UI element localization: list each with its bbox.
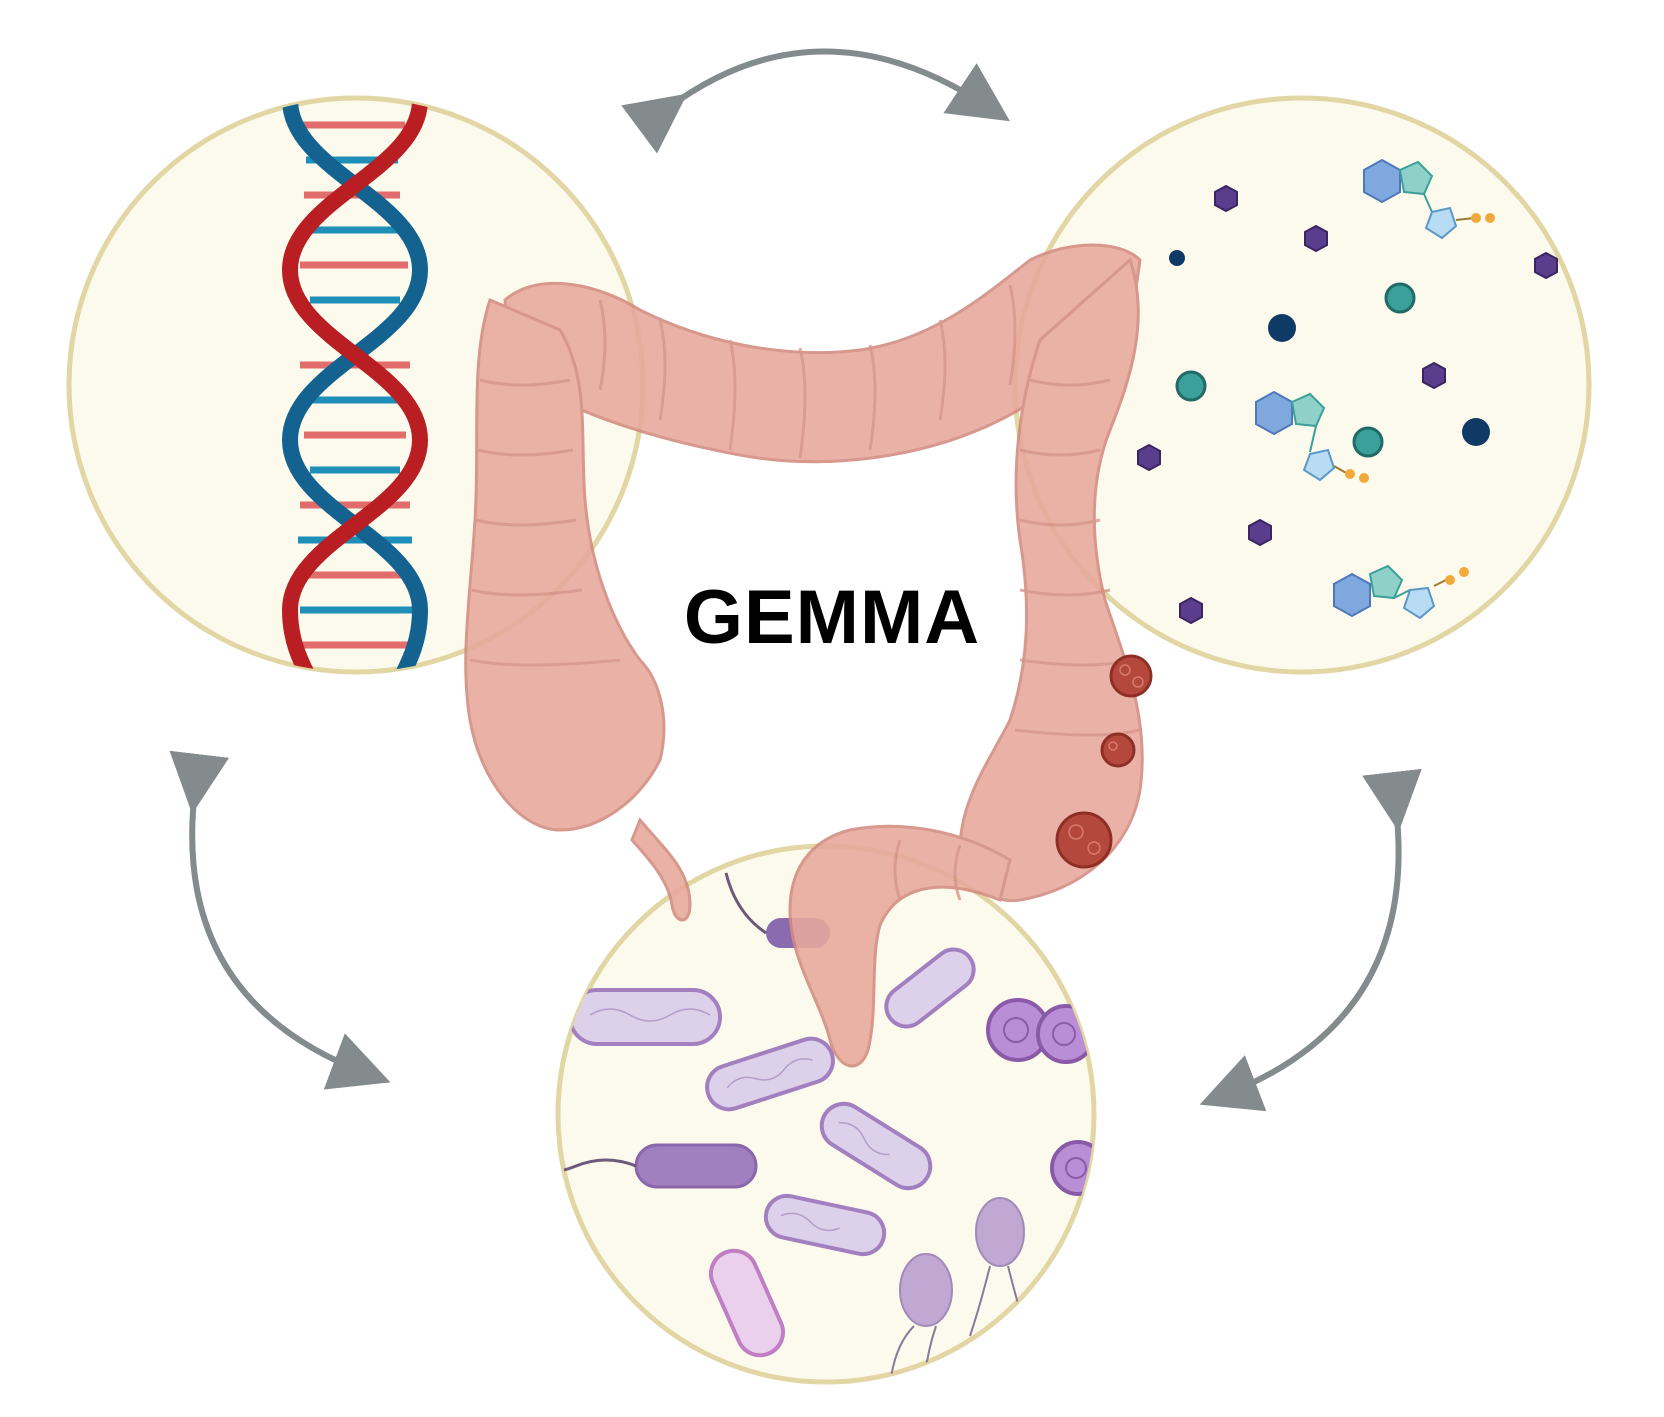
dna-helix-icon [281, 98, 429, 672]
nucleotide-molecule-icon [1255, 390, 1369, 483]
tumor-icon [1068, 664, 1144, 855]
bidirectional-arrow-icon [1199, 768, 1422, 1112]
tumor-icon [1055, 654, 1153, 869]
colon-icon [464, 243, 1144, 1068]
nucleotide-molecule-icon [1333, 564, 1469, 620]
bidirectional-arrow-icon [169, 750, 391, 1090]
metabolite-molecules-icon [1137, 158, 1558, 625]
nucleotide-molecule-icon [1363, 158, 1495, 240]
diagram-title: GEMMA [683, 575, 981, 660]
bidirectional-arrow-icon [621, 48, 1010, 154]
